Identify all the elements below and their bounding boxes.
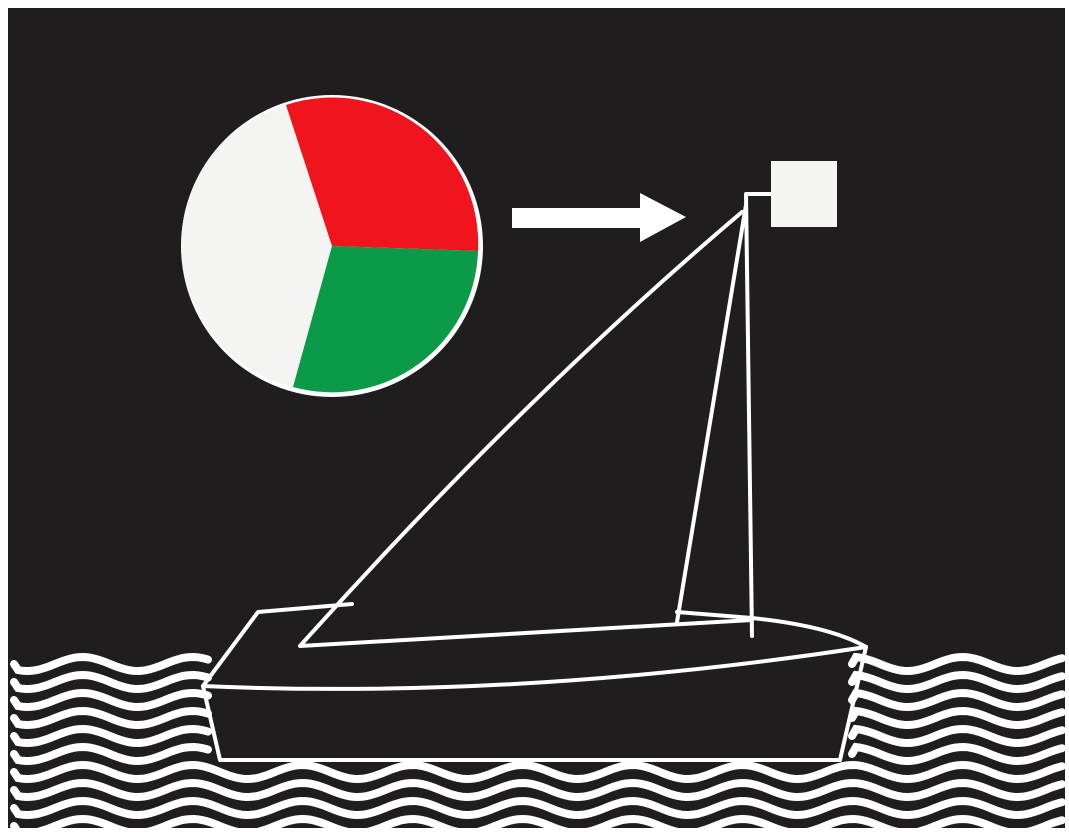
tricolor-lantern-icon: [181, 95, 483, 397]
masthead-lantern-icon: [771, 161, 837, 227]
